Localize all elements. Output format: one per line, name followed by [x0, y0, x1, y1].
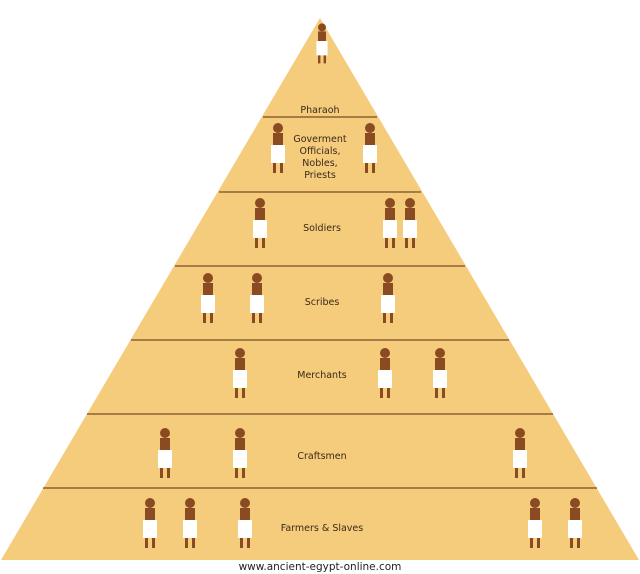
- person-figure-icon: [363, 123, 377, 173]
- person-figure-icon: [233, 428, 247, 478]
- tier-label-officials-4: Priests: [304, 170, 336, 181]
- tier-label-officials-3: Nobles,: [302, 158, 337, 169]
- person-figure-icon: [378, 348, 392, 398]
- pyramid-shape: [1, 18, 639, 560]
- person-figure-icon: [381, 273, 395, 323]
- person-figure-icon: [568, 498, 582, 548]
- person-figure-icon: [238, 498, 252, 548]
- tier-label-pharaoh: Pharaoh: [300, 105, 339, 116]
- tier-label-officials-1: Goverment: [293, 134, 346, 145]
- person-figure-icon: [253, 198, 267, 248]
- person-figure-icon: [201, 273, 215, 323]
- person-figure-icon: [433, 348, 447, 398]
- tier-label-craftsmen: Craftsmen: [297, 451, 346, 462]
- person-figure-icon: [233, 348, 247, 398]
- person-figure-icon: [513, 428, 527, 478]
- tier-label-farmers-slaves: Farmers & Slaves: [281, 523, 364, 534]
- tier-label-soldiers: Soldiers: [303, 223, 341, 234]
- tier-label-scribes: Scribes: [305, 297, 340, 308]
- footer-url: www.ancient-egypt-online.com: [238, 561, 402, 573]
- person-figure-icon: [250, 273, 264, 323]
- person-figure-icon: [271, 123, 285, 173]
- person-figure-icon: [183, 498, 197, 548]
- person-figure-icon: [316, 23, 328, 64]
- person-figure-icon: [158, 428, 172, 478]
- person-figure-icon: [528, 498, 542, 548]
- person-figure-icon: [403, 198, 417, 248]
- person-figure-icon: [143, 498, 157, 548]
- tier-label-merchants: Merchants: [297, 370, 347, 381]
- figures: [143, 23, 582, 548]
- person-figure-icon: [383, 198, 397, 248]
- tier-label-officials-2: Officials,: [300, 146, 341, 157]
- tier-dividers: [43, 116, 597, 489]
